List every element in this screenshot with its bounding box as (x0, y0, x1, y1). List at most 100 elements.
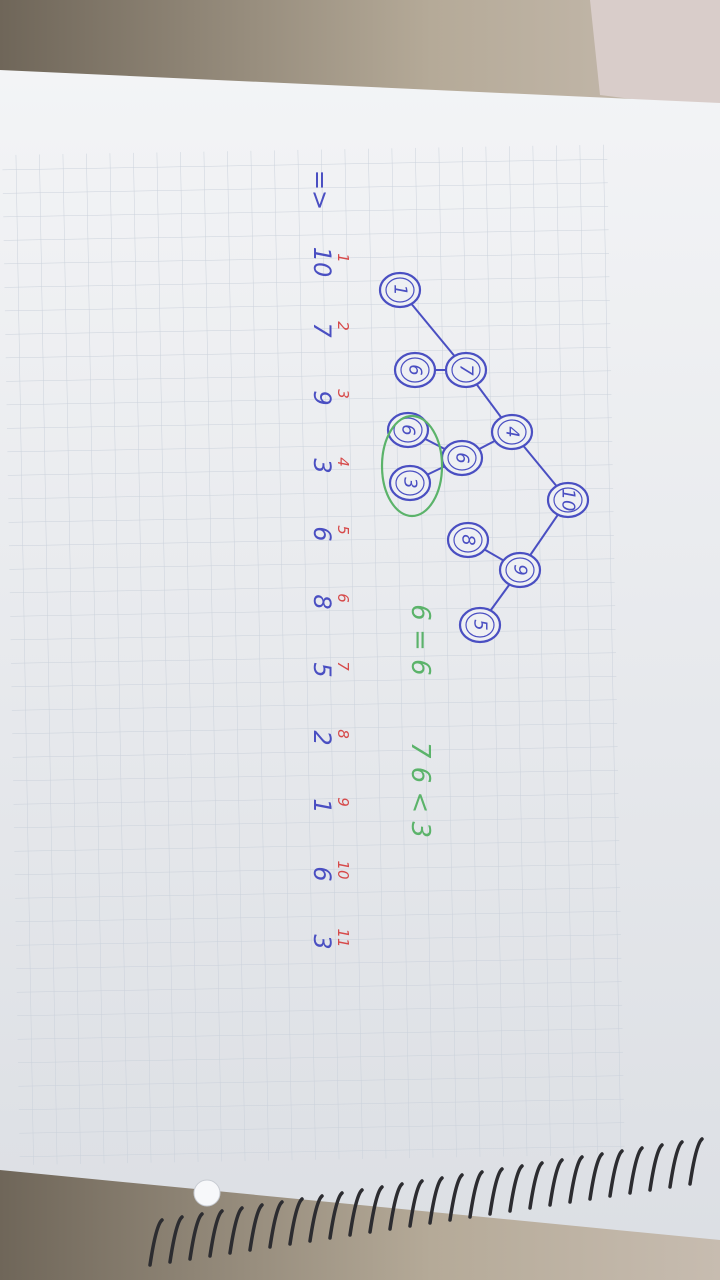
tree-node-label: 6 (398, 424, 419, 435)
spiral-ring (368, 1185, 384, 1234)
spiral-ring (568, 1155, 584, 1204)
array-index: 3 (334, 389, 352, 399)
tree-node-inner-ring (453, 527, 483, 553)
heap-tree-drawing: 1 7 4 10 9 5 8 6 6 3 6 (378, 271, 590, 644)
tree-node: 1 (378, 271, 422, 309)
spiral-ring (228, 1206, 244, 1255)
array-index-text: 5 (334, 525, 352, 535)
array-index-text: 7 (334, 661, 352, 671)
array-value-text: 7 (308, 322, 336, 338)
array-value-text: 6 (308, 526, 336, 541)
spiral-ring (268, 1200, 284, 1249)
array-value-text: 1 (308, 798, 336, 813)
spiral-ring (408, 1179, 424, 1228)
array-value: 1 (308, 798, 336, 813)
tree-node-inner-ring (400, 357, 430, 383)
tree-node-inner-ring (553, 487, 583, 513)
tree-node-inner-ring (505, 557, 535, 583)
spiral-ring (248, 1203, 264, 1252)
tree-node: 4 (490, 413, 534, 451)
tree-node: 3 (388, 464, 432, 502)
spiral-ring (688, 1137, 704, 1186)
tree-node-inner-ring (395, 470, 425, 496)
spiral-ring (468, 1170, 484, 1219)
tree-node-label: 8 (458, 534, 479, 545)
tree-node-inner-ring (393, 417, 423, 443)
array-value-text: 3 (308, 934, 336, 949)
spiral-ring (188, 1212, 204, 1261)
array-index-text: 3 (334, 389, 352, 399)
spiral-ring (668, 1140, 684, 1189)
array-value-text: 9 (308, 390, 336, 405)
tree-node-label: 7 (456, 364, 477, 376)
array-value: 3 (308, 934, 336, 949)
tree-node-label: 1 (390, 284, 411, 295)
tree-node-inner-ring (451, 357, 481, 383)
fabric-corner (590, 0, 720, 110)
spiral-ring (308, 1194, 324, 1243)
array-index: 1 (334, 253, 352, 263)
array-index-text: 6 (334, 593, 352, 603)
array-index: 7 (334, 661, 352, 671)
spiral-ring (488, 1167, 504, 1216)
spiral-ring (608, 1149, 624, 1198)
array-value-text: 2 (308, 730, 336, 745)
punch-hole (193, 1179, 221, 1207)
tree-node: 5 (458, 606, 502, 644)
spiral-ring (648, 1143, 664, 1192)
array-index: 11 (334, 928, 352, 947)
array-index-text: 11 (334, 928, 352, 947)
array-index-text: 10 (334, 860, 352, 879)
green-note-2: 7 6 < 3 (405, 742, 435, 838)
array-arrow-prefix: => (306, 170, 334, 210)
notebook-page (0, 70, 720, 1240)
array-index: 5 (334, 525, 352, 535)
spiral-ring (428, 1176, 444, 1225)
tree-node-inner-ring (497, 419, 527, 445)
spiral-ring (588, 1152, 604, 1201)
tree-node-inner-ring (385, 277, 415, 303)
array-value-text: 10 (308, 247, 336, 278)
array-value: 5 (308, 662, 336, 677)
spiral-ring (448, 1173, 464, 1222)
grid-area (2, 144, 625, 1165)
spiral-ring (388, 1182, 404, 1231)
tree-node: 6 (393, 351, 437, 389)
spiral-ring (288, 1197, 304, 1246)
spiral-ring (548, 1158, 564, 1207)
spiral-binding (148, 1137, 704, 1267)
array-index-text: 1 (334, 253, 352, 263)
green-highlight-ellipse (380, 414, 444, 518)
spiral-ring (348, 1188, 364, 1237)
tree-node: 9 (498, 551, 542, 589)
array-index-text: 4 (334, 457, 352, 467)
array-value: 6 (308, 526, 336, 541)
tree-node: 8 (446, 521, 490, 559)
green-note-1: 6 = 6 (405, 604, 435, 675)
tree-node: 6 (440, 439, 484, 477)
array-index: 8 (334, 729, 352, 739)
array-index: 10 (334, 860, 352, 879)
spiral-ring (508, 1164, 524, 1213)
array-value: 3 (308, 458, 336, 473)
tree-node-label: 4 (502, 426, 523, 437)
spiral-ring (148, 1218, 164, 1267)
array-value: 7 (308, 322, 336, 338)
spiral-ring (168, 1215, 184, 1264)
array-index-text: 8 (334, 729, 352, 739)
spiral-ring (208, 1209, 224, 1258)
spiral-ring (328, 1191, 344, 1240)
array-index: 9 (334, 797, 352, 807)
tree-node-label: 3 (400, 477, 421, 488)
array-value: 9 (308, 390, 336, 405)
tree-node-label: 10 (558, 489, 579, 512)
array-value-text: 5 (308, 662, 336, 677)
array-value: 2 (308, 730, 336, 745)
array-value-text: 8 (308, 594, 336, 609)
tree-node-label: 9 (510, 564, 531, 575)
array-value-text: 3 (308, 458, 336, 473)
array-prefix-text: => (306, 170, 334, 210)
array-value: 6 (308, 866, 336, 881)
tree-node-inner-ring (465, 612, 495, 638)
